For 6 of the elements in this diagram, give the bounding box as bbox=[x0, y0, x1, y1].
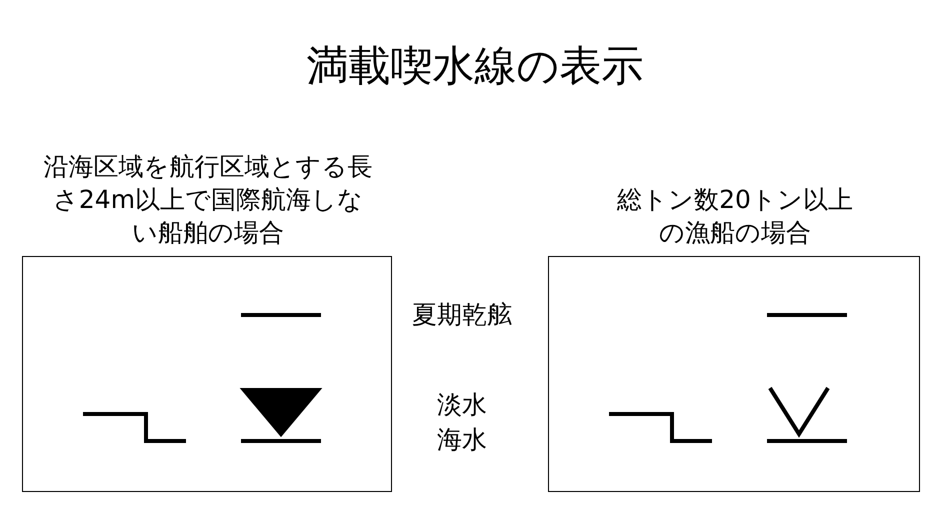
panel-heading: 沿海区域を航行区域とする長さ24m以上で国際航海しない船舶の場合 bbox=[43, 151, 373, 249]
diagram-title: 満載喫水線の表示 bbox=[306, 40, 644, 92]
mark-label: 海水 bbox=[437, 424, 487, 456]
panel-heading: 総トン数20トン以上の漁船の場合 bbox=[616, 184, 854, 249]
mark-label: 淡水 bbox=[437, 389, 487, 421]
mark-label: 夏期乾舷 bbox=[412, 299, 512, 331]
